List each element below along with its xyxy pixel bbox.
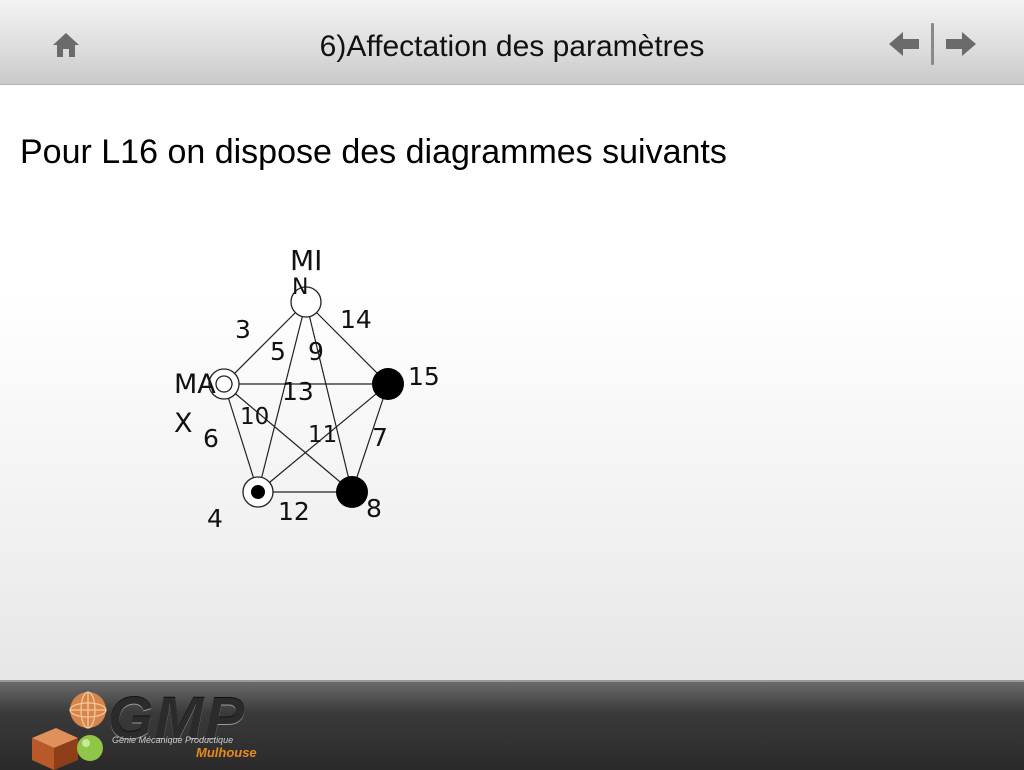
home-icon xyxy=(53,33,79,57)
edge-label-15: 15 xyxy=(408,362,440,391)
globe-shape xyxy=(69,691,107,729)
edge-10 xyxy=(257,383,389,493)
node-top-open xyxy=(290,286,322,318)
edge-label-5: 5 xyxy=(270,337,286,366)
edge-label-8: 8 xyxy=(366,494,382,523)
edge-9 xyxy=(305,301,353,493)
logo-wordmark: GMP xyxy=(108,686,247,751)
edge-11 xyxy=(223,383,353,493)
edge-14 xyxy=(305,301,389,385)
cube-shape xyxy=(32,728,78,770)
slide-title: 6)Affectation des paramètres xyxy=(319,30,705,63)
nav-divider xyxy=(931,23,934,65)
edge-label-13: 13 xyxy=(282,377,314,406)
edge-3 xyxy=(223,301,307,385)
slide-navigation xyxy=(887,22,978,66)
logo-city: Mulhouse xyxy=(196,745,257,760)
edge-label-9: 9 xyxy=(308,337,324,366)
label-top-node: MI xyxy=(290,244,322,277)
edge-label-14: 14 xyxy=(340,305,372,334)
label-left-node-line2: X xyxy=(174,408,193,439)
previous-slide-button[interactable] xyxy=(887,29,921,59)
edge-5 xyxy=(257,301,307,493)
node-left-double xyxy=(208,368,240,400)
label-top-node-cut: N xyxy=(292,275,308,300)
arrow-right-icon xyxy=(946,32,976,56)
node-bottom-left-dot xyxy=(242,476,274,508)
label-left-node-line1: MA xyxy=(174,369,216,400)
ball-shape xyxy=(77,735,103,761)
edge-7 xyxy=(351,383,389,493)
node-bottom-right-filled xyxy=(336,476,368,508)
logo-subtitle: Génie Mécanique Productique xyxy=(112,735,234,745)
home-button[interactable] xyxy=(50,30,82,60)
edge-6 xyxy=(223,383,259,493)
header-bar: 6)Affectation des paramètres xyxy=(0,0,1024,85)
edge-label-3: 3 xyxy=(235,315,251,344)
edge-label-10: 10 xyxy=(240,404,269,430)
edge-label-6: 6 xyxy=(203,424,219,453)
gmp-logo-art xyxy=(32,691,107,770)
edge-label-11: 11 xyxy=(308,422,337,448)
edge-label-7: 7 xyxy=(372,423,388,452)
edge-label-4: 4 xyxy=(207,504,223,533)
arrow-left-icon xyxy=(889,32,919,56)
footer-bar xyxy=(0,680,1024,770)
content-area xyxy=(0,85,1024,680)
node-right-filled xyxy=(372,368,404,400)
edge-label-12: 12 xyxy=(278,497,310,526)
next-slide-button[interactable] xyxy=(944,29,978,59)
slide-subtitle: Pour L16 on dispose des diagrammes suiva… xyxy=(20,133,727,171)
